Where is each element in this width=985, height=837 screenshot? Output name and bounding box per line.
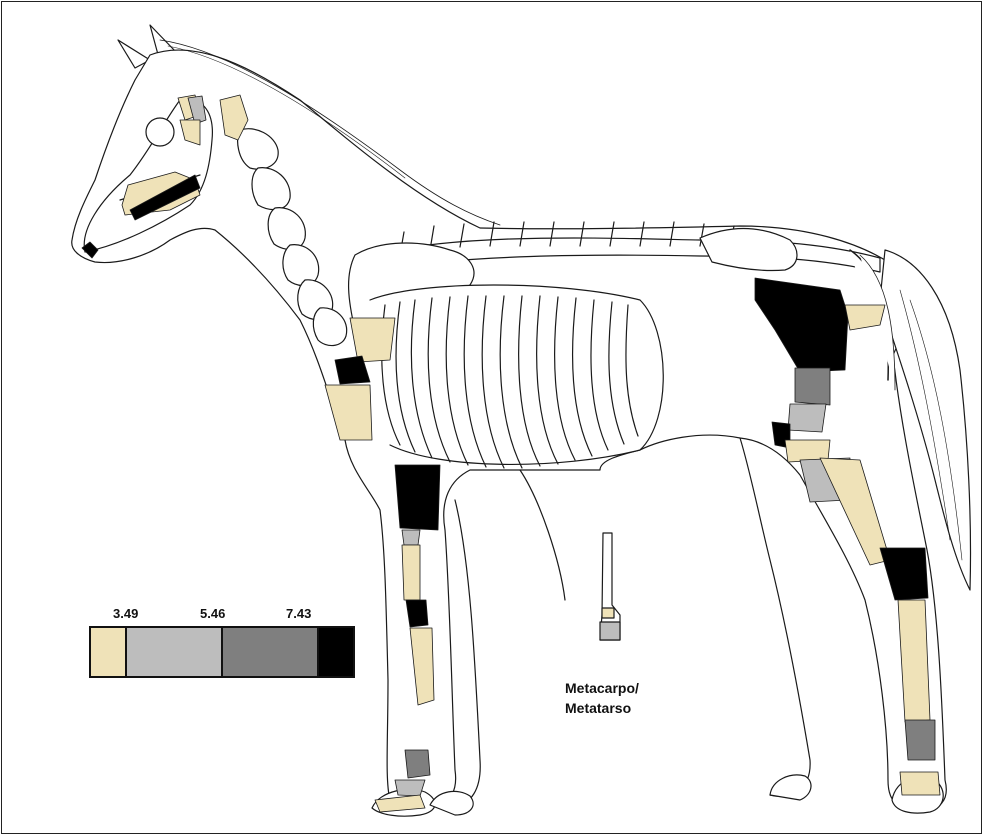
region-radius-2: [402, 530, 420, 545]
region-fetlock-front-4: [406, 600, 428, 627]
region-metacarpus-1: [402, 545, 420, 600]
legend-color-bar: [89, 626, 355, 678]
region-humerus-1: [325, 385, 372, 440]
legend-swatch-1: [91, 628, 127, 676]
region-carpus-4: [395, 465, 440, 530]
legend-swatch-3: [223, 628, 319, 676]
legend-tick-2: 5.46: [200, 606, 225, 621]
legend-swatch-4: [319, 628, 353, 676]
region-fetlock-hind-3: [905, 720, 935, 760]
rib-cage: [370, 285, 663, 468]
region-scapula-1: [350, 318, 395, 362]
inset-metacarpal-bone: [600, 533, 620, 640]
region-stifle-2: [788, 404, 826, 432]
region-hoof-front-2: [395, 780, 425, 796]
inset-label-line-1: Metacarpo/: [565, 678, 639, 698]
legend-tick-3: 7.43: [286, 606, 311, 621]
region-hoof-hind-1: [900, 772, 940, 795]
legend-tick-1: 3.49: [113, 606, 138, 621]
inset-label-line-2: Metatarso: [565, 698, 639, 718]
inset-label: Metacarpo/ Metatarso: [565, 678, 639, 718]
region-coffin-front-3: [405, 750, 430, 778]
legend-swatch-2: [127, 628, 223, 676]
region-femur-3: [795, 368, 830, 405]
